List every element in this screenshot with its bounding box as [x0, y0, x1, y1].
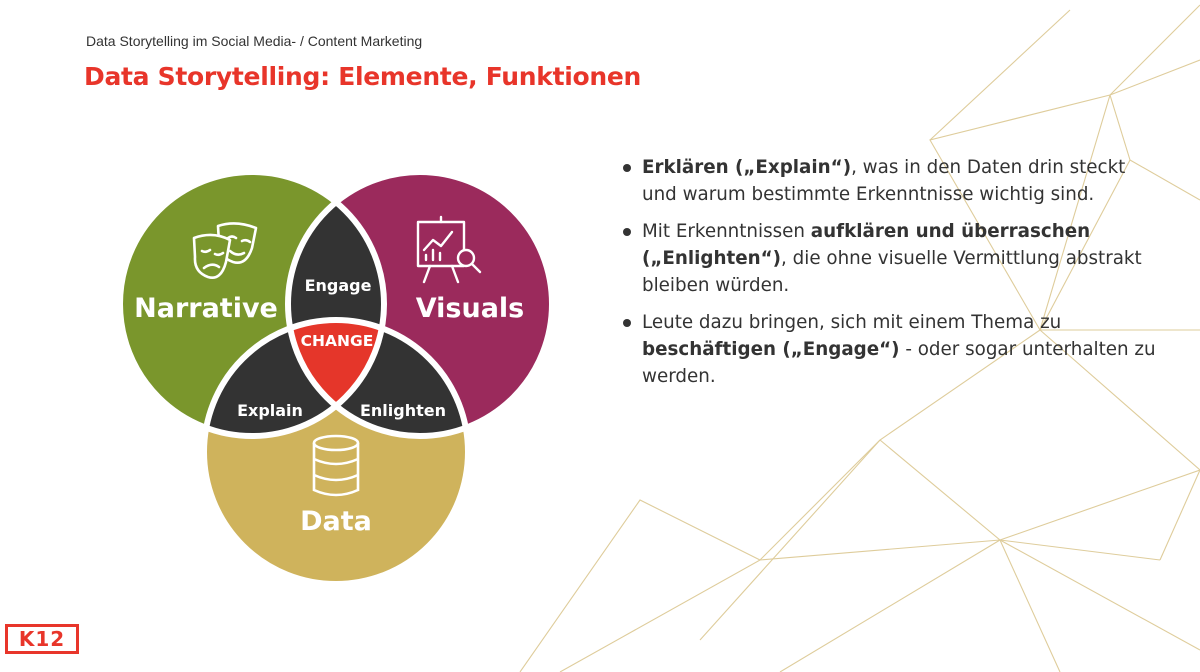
theater-masks-icon — [192, 222, 258, 279]
subtitle: Data Storytelling im Social Media- / Con… — [86, 33, 423, 49]
bullet-item: Leute dazu bringen, sich mit einem Thema… — [620, 309, 1160, 390]
k12-logo: K12 — [5, 624, 79, 654]
enlighten-overlap — [288, 320, 468, 436]
narrative-label: Narrative — [134, 293, 278, 324]
page-title: Data Storytelling: Elemente, Funktionen — [84, 62, 642, 91]
bullet-item: Erklären („Explain“), was in den Daten d… — [620, 154, 1160, 208]
data-label: Data — [300, 506, 372, 537]
visuals-label: Visuals — [416, 293, 525, 324]
presentation-chart-icon — [416, 215, 482, 284]
bullet-list: Erklären („Explain“), was in den Daten d… — [620, 154, 1160, 400]
engage-label: Engage — [305, 276, 372, 295]
bullet-item: Mit Erkenntnissen aufklären und überrasc… — [620, 218, 1160, 299]
database-icon — [312, 434, 360, 497]
enlighten-label: Enlighten — [360, 401, 446, 420]
explain-label: Explain — [237, 401, 303, 420]
change-label: CHANGE — [301, 332, 374, 350]
explain-overlap — [204, 320, 384, 436]
